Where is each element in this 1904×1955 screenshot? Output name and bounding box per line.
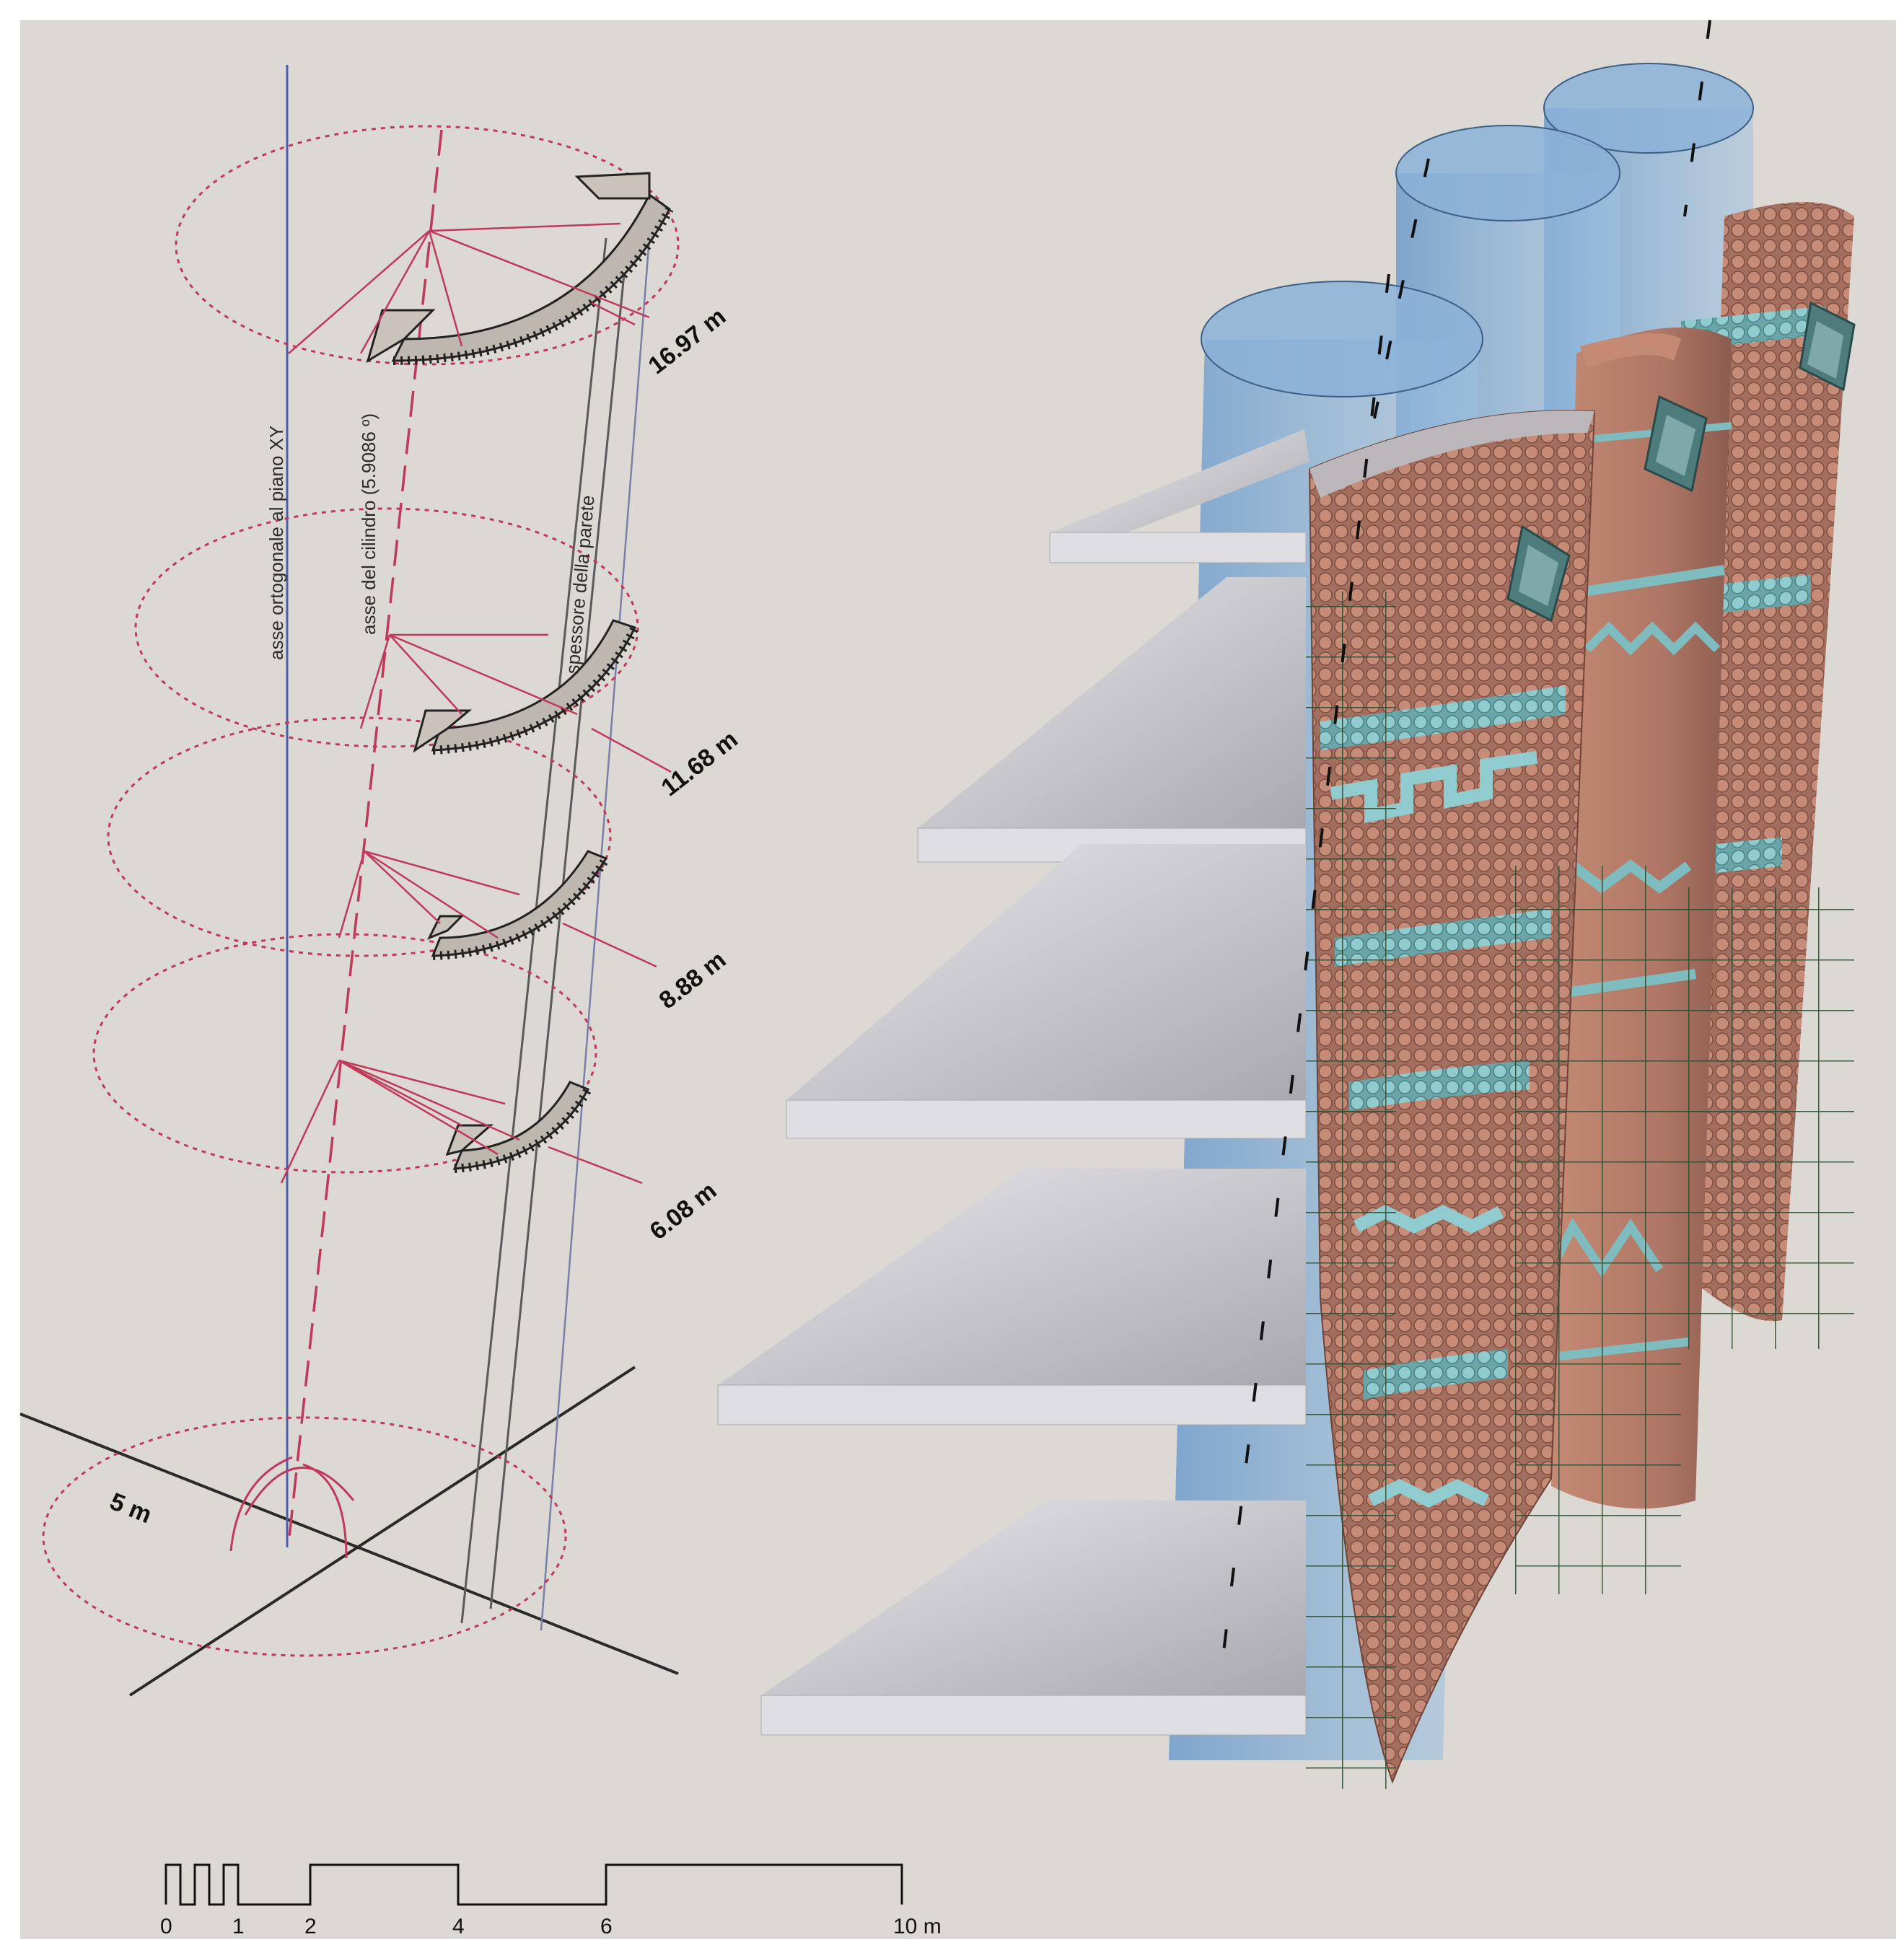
base-ellipse — [42, 1416, 567, 1657]
vent-middle — [1644, 395, 1708, 493]
floor-slab-3 — [786, 844, 1307, 1139]
scale-tick-4: 4 — [452, 1915, 465, 1938]
wall-section-11 — [359, 619, 672, 773]
cylinder-axis — [287, 129, 443, 1545]
axis-line-middle — [1373, 158, 1430, 419]
section-ellipse-6 — [92, 933, 597, 1174]
structural-grid-front — [1306, 592, 1396, 1789]
structural-grid-back — [1681, 887, 1854, 1349]
section-ellipse-8 — [107, 716, 612, 957]
label-xy-axis: asse ortogonale al piano XY — [266, 426, 287, 660]
axis-line-front — [1218, 273, 1390, 1689]
floor-slab-1 — [760, 1501, 1307, 1736]
vent-front — [1506, 524, 1571, 623]
base-angle-construction — [229, 1456, 355, 1559]
wall-section-8 — [338, 850, 657, 968]
wall-section-6 — [280, 1059, 643, 1185]
floor-slab-2 — [717, 1169, 1307, 1425]
scale-bar-line — [164, 1863, 903, 1906]
wall-thickness-line-2 — [489, 237, 629, 1609]
ground-axis-y — [128, 1366, 636, 1697]
scale-tick-2: 2 — [304, 1915, 317, 1938]
section-ellipse-16 — [175, 125, 680, 366]
ground-axis-x — [19, 1413, 679, 1675]
scale-tick-6: 6 — [600, 1915, 613, 1938]
label-cylinder-axis: asse del cilindro (5.9086 º) — [358, 413, 380, 635]
tower-render — [717, 19, 1856, 1789]
section-ellipse-11 — [134, 507, 639, 748]
scale-tick-1: 1 — [232, 1915, 245, 1938]
scale-bar: 0 1 2 4 6 10 m — [160, 1863, 942, 1938]
scale-tick-10: 10 m — [893, 1915, 942, 1938]
wall-thickness-line-3 — [540, 237, 651, 1631]
scale-tick-0: 0 — [160, 1915, 172, 1938]
floor-slab-5 — [1049, 429, 1309, 563]
wall-section-16 — [288, 172, 674, 365]
structural-grid-middle — [1515, 866, 1681, 1594]
vent-back — [1799, 301, 1856, 392]
